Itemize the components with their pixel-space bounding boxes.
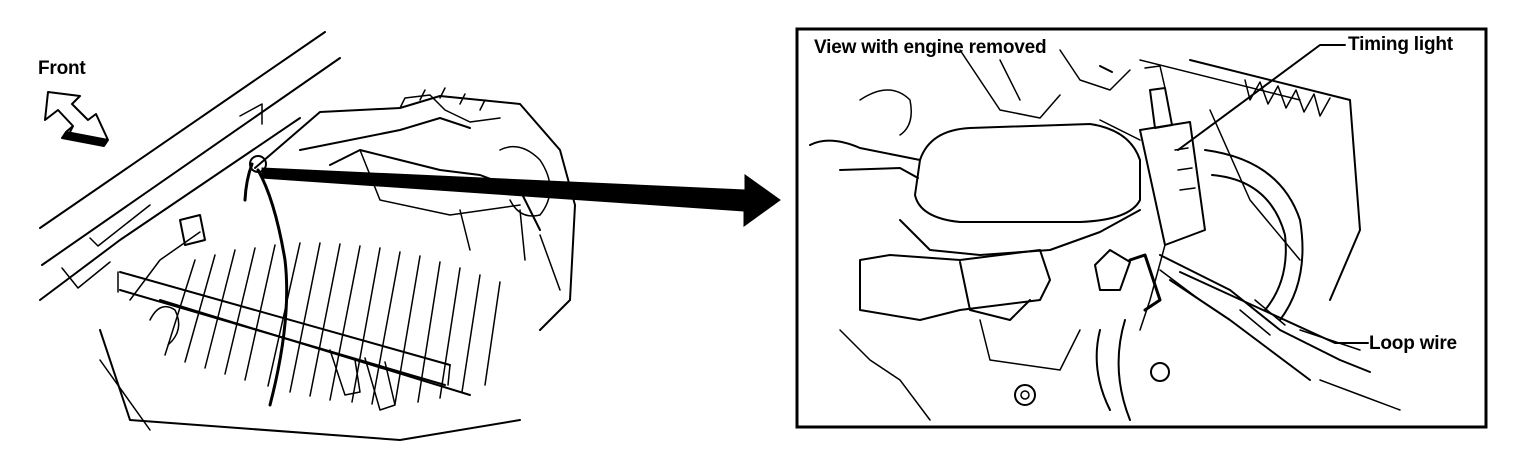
engine-bay-overview [39, 31, 576, 441]
loop-wire-label: Loop wire [1369, 333, 1457, 354]
loop-wire-leader [1179, 271, 1369, 344]
detail-frame [795, 27, 1488, 429]
front-label: Front [38, 58, 86, 79]
front-direction-arrow [44, 91, 109, 147]
engine-removed-leader [1099, 65, 1113, 73]
detail-view [795, 27, 1488, 429]
timing-light-leader [1177, 44, 1346, 151]
pointer-arrow [261, 167, 781, 227]
view-with-engine-removed-label: View with engine removed [814, 37, 1047, 58]
timing-light-label: Timing light [1348, 34, 1453, 55]
